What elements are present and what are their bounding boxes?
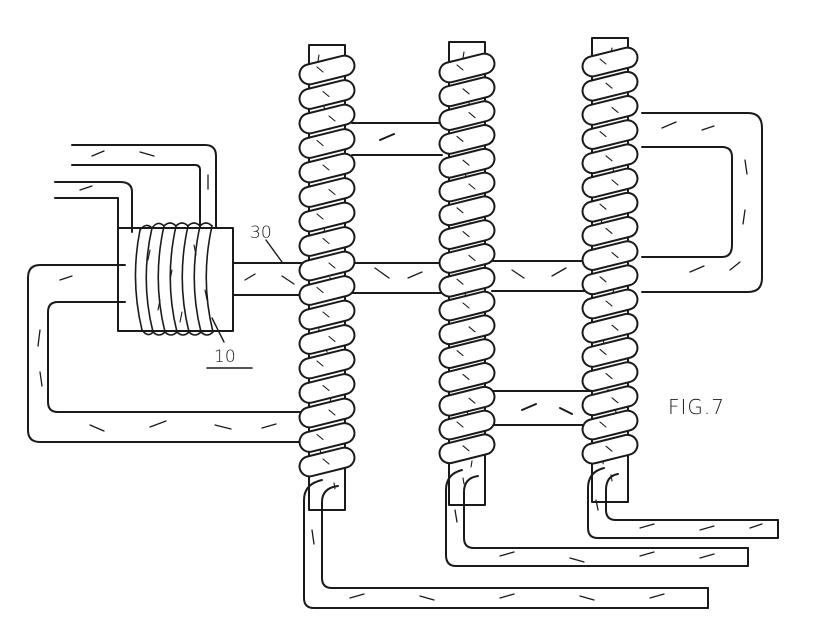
winding-turn bbox=[298, 446, 356, 478]
wound-posts bbox=[298, 37, 639, 511]
cable-lower-link bbox=[491, 390, 593, 426]
winding-turn bbox=[438, 219, 496, 250]
post-1 bbox=[298, 44, 356, 511]
winding-turn bbox=[581, 191, 639, 223]
winding-turn bbox=[298, 422, 356, 453]
winding-turn bbox=[438, 266, 496, 298]
winding-turn bbox=[438, 338, 496, 369]
winding-turn bbox=[298, 299, 356, 331]
winding-turn bbox=[581, 70, 639, 102]
winding-turn bbox=[438, 147, 496, 179]
winding-turn bbox=[298, 201, 356, 233]
winding-turn bbox=[581, 361, 639, 392]
cable-left-loop bbox=[27, 264, 306, 443]
winding-turn bbox=[298, 324, 356, 355]
winding-turn bbox=[438, 100, 496, 131]
winding-turn bbox=[581, 143, 639, 175]
winding-turn bbox=[298, 397, 356, 429]
winding-turn bbox=[438, 124, 496, 155]
leader-30 bbox=[265, 239, 283, 263]
figure-label: FIG.7 bbox=[668, 395, 725, 419]
winding-turn bbox=[581, 409, 639, 441]
winding-turn bbox=[438, 314, 496, 346]
winding-turn bbox=[438, 385, 496, 417]
winding-turn bbox=[581, 95, 639, 126]
winding-turn bbox=[438, 243, 496, 274]
winding-turn bbox=[298, 103, 356, 135]
winding-turn bbox=[438, 290, 496, 322]
winding-turn bbox=[298, 275, 356, 306]
cable-right-loop bbox=[641, 112, 763, 293]
winding-turn bbox=[581, 167, 639, 199]
winding-turn bbox=[298, 54, 356, 86]
winding-turn bbox=[298, 226, 356, 257]
cable-upper-link bbox=[351, 122, 443, 156]
winding-turn bbox=[581, 288, 639, 320]
winding-turn bbox=[298, 79, 356, 110]
winding-turn bbox=[581, 385, 639, 417]
winding-turn bbox=[438, 52, 496, 84]
winding-turn bbox=[298, 348, 356, 380]
winding-turn bbox=[298, 128, 356, 159]
coil-10 bbox=[54, 144, 253, 369]
winding-turn bbox=[298, 152, 356, 184]
output-leads bbox=[303, 467, 779, 609]
winding-turn bbox=[581, 264, 639, 296]
winding-turn bbox=[438, 76, 496, 108]
winding-turn bbox=[581, 216, 639, 247]
cable-30-bus bbox=[232, 260, 593, 296]
winding-turn bbox=[298, 177, 356, 208]
winding-turn bbox=[581, 337, 639, 368]
winding-turn bbox=[438, 195, 496, 227]
winding-turn bbox=[438, 433, 496, 465]
callout-10: 10 bbox=[214, 347, 236, 367]
winding-turn bbox=[581, 119, 639, 150]
winding-turn bbox=[438, 171, 496, 203]
winding-turn bbox=[581, 240, 639, 271]
winding-turn bbox=[581, 433, 639, 465]
winding-turn bbox=[581, 312, 639, 344]
post-3 bbox=[581, 37, 639, 503]
winding-turn bbox=[298, 250, 356, 282]
post-2 bbox=[438, 41, 496, 506]
winding-turn bbox=[438, 362, 496, 393]
winding-turn bbox=[438, 409, 496, 441]
winding-turn bbox=[581, 46, 639, 78]
winding-turn bbox=[298, 373, 356, 404]
callout-30: 30 bbox=[250, 223, 272, 243]
